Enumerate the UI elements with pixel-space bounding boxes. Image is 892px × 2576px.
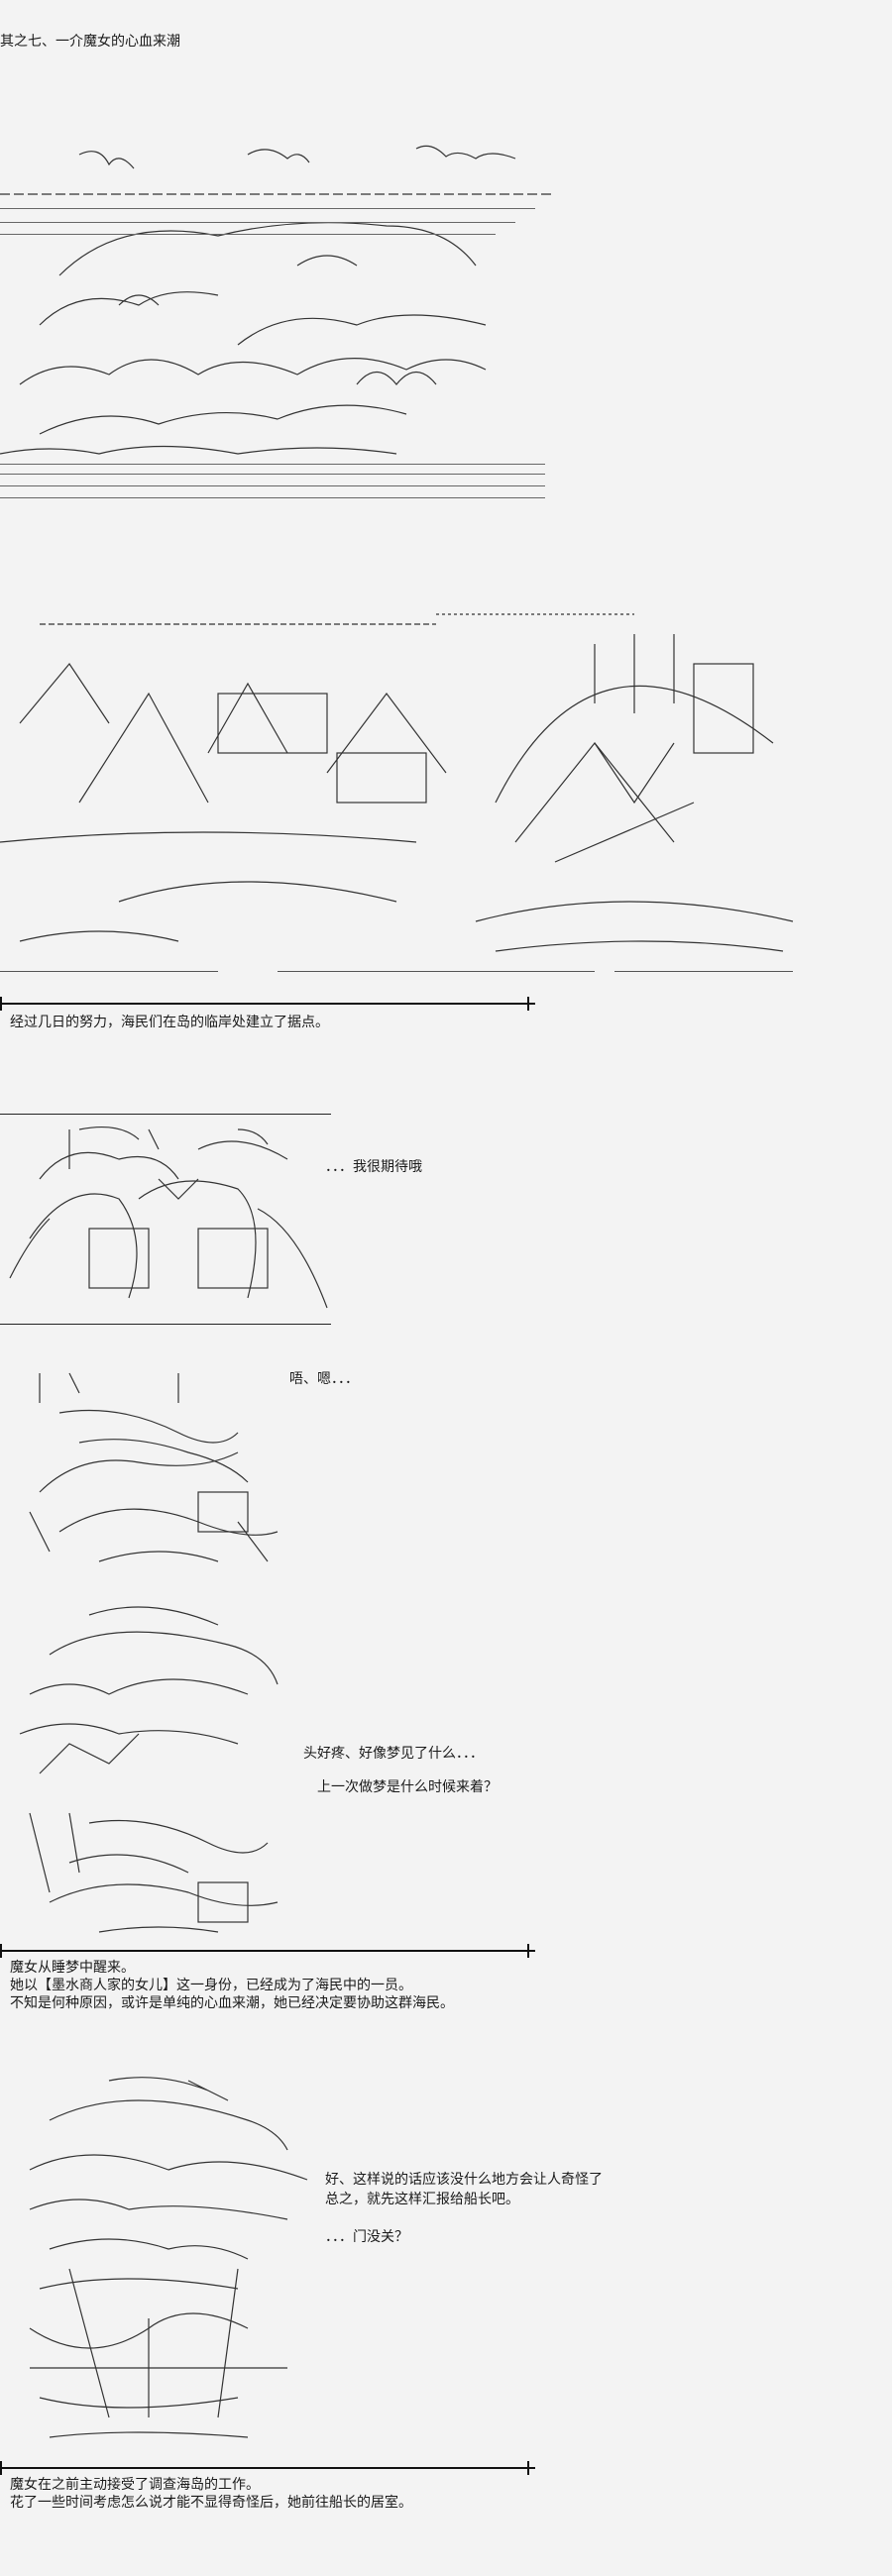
section-divider (0, 2461, 535, 2475)
caption-scene3-line1: 魔女从睡梦中醒来。 (10, 1960, 135, 1976)
witch-coat-ascii-art (10, 2071, 347, 2457)
panel-bottom-border (0, 1324, 331, 1325)
page-title: 其之七、一介魔女的心血来潮 (0, 34, 180, 50)
dialogue-line: 上一次做梦是什么时候来着？ (317, 1779, 498, 1795)
island-base-ascii-art (0, 604, 803, 1001)
dialogue-line: 唔、嗯．．． (289, 1371, 359, 1387)
caption-scene3-line3: 不知是何种原因，或许是单纯的心血来潮，她已经决定要协助这群海民。 (10, 1995, 454, 2011)
witch-thinking-ascii-art (10, 1595, 327, 1952)
dialogue-line: ．．．门没关？ (325, 2229, 408, 2245)
section-divider (0, 1944, 535, 1958)
caption-scene3-line2: 她以【墨水商人家的女儿】这一身份，已经成为了海民中的一员。 (10, 1978, 412, 1993)
dialogue-line: 好、这样说的话应该没什么地方会让人奇怪了 (325, 2172, 603, 2188)
caption-scene1: 经过几日的努力，海民们在岛的临岸处建立了据点。 (10, 1015, 329, 1030)
witch-waking-ascii-art (20, 1363, 357, 1591)
caption-scene4-line1: 魔女在之前主动接受了调查海岛的工作。 (10, 2477, 260, 2493)
character-one-ascii-art (0, 1120, 377, 1318)
caption-scene4-line2: 花了一些时间考虑怎么说才能不显得奇怪后，她前往船长的居室。 (10, 2495, 412, 2511)
seascape-ascii-art (0, 137, 555, 553)
section-divider (0, 997, 535, 1011)
dialogue-line: ．．．我很期待哦 (325, 1159, 422, 1175)
dialogue-line: 头好疼、好像梦见了什么．．． (303, 1746, 484, 1762)
dialogue-line: 总之，就先这样汇报给船长吧。 (325, 2192, 519, 2207)
panel-top-border (0, 1114, 331, 1115)
